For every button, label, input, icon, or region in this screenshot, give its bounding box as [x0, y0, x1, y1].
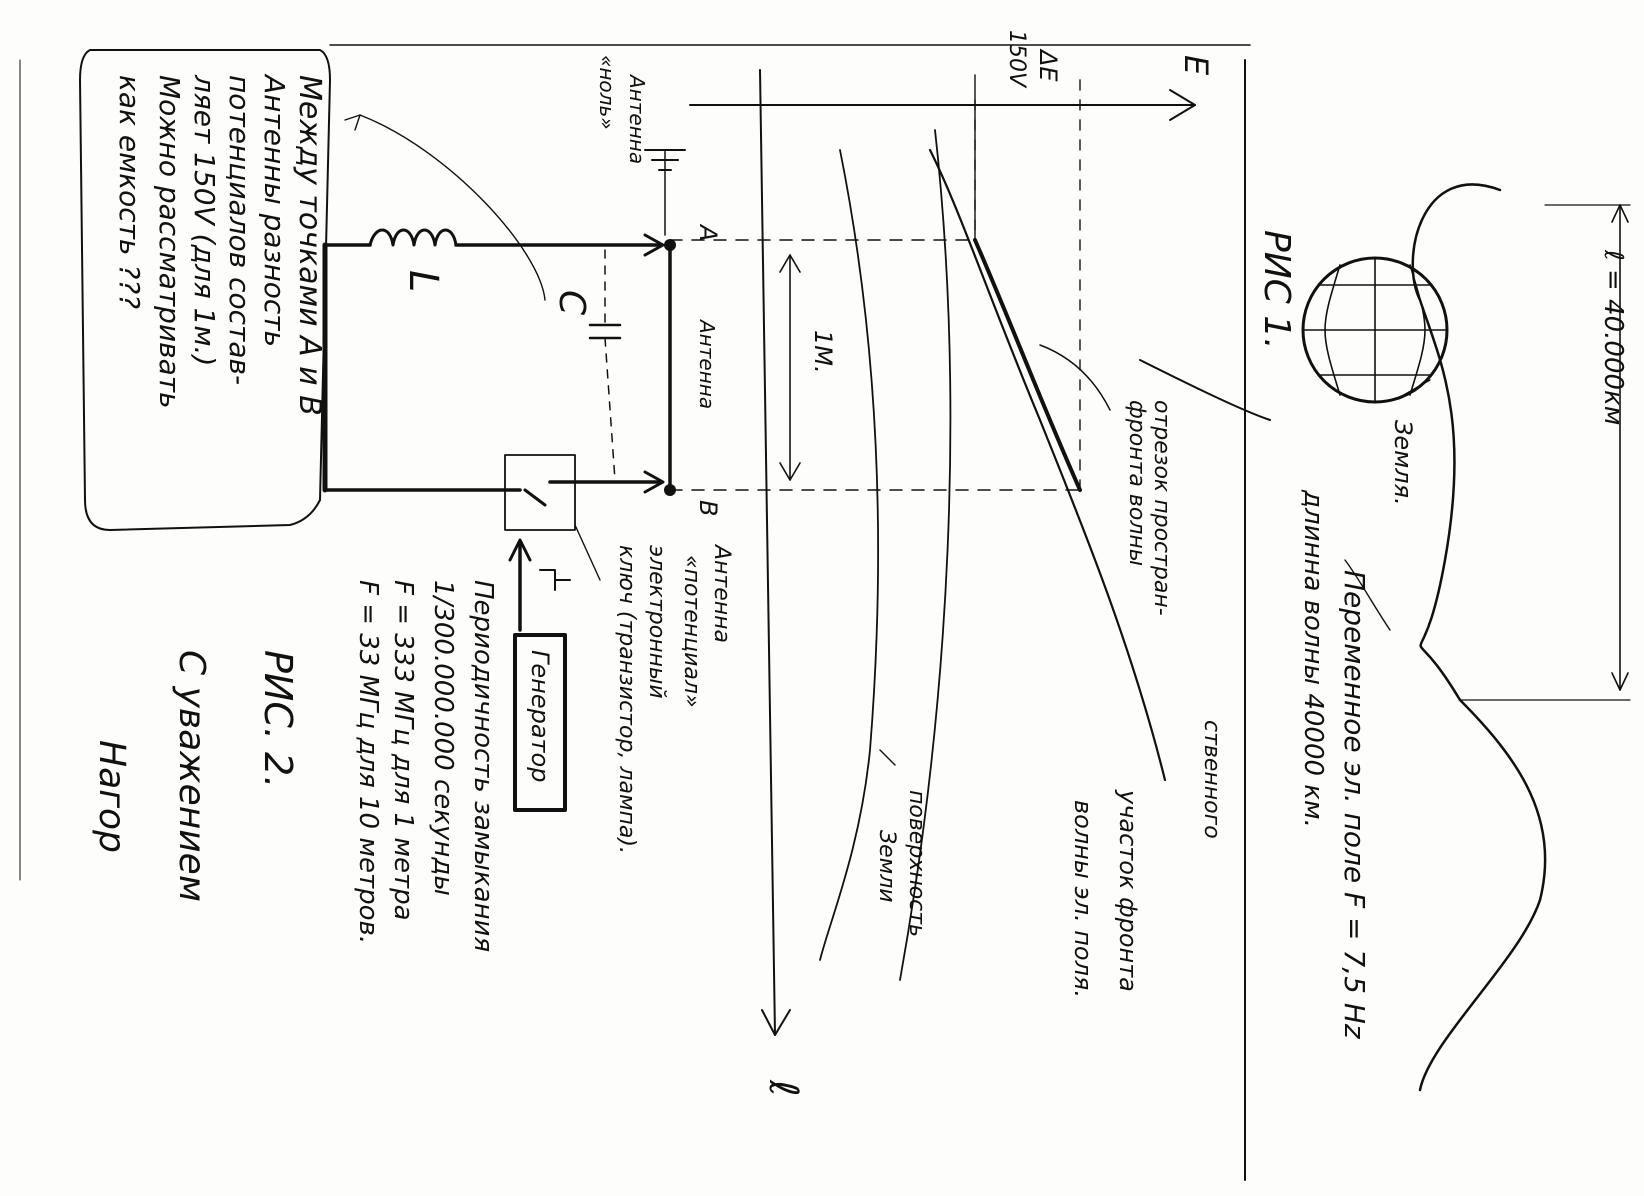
delta-e: ΔE: [1034, 48, 1062, 82]
earth-pointer: [1394, 379, 1431, 401]
segment-label-line2: ственного: [1199, 720, 1224, 839]
antenna-zero-line2: «ноль»: [595, 55, 619, 130]
point-a: A: [694, 223, 722, 241]
surface-pointer: [879, 749, 896, 766]
wave-pointer: [1344, 559, 1391, 631]
surface-line2: Земли: [874, 830, 899, 903]
front-section-line2: волны эл. поля.: [1069, 800, 1097, 998]
signature-name: Нагор: [91, 740, 132, 853]
generator-label: Генератор: [526, 650, 554, 782]
freq-1m: F = 333 МГц для 1 метра: [388, 580, 418, 921]
note-line-2: Антенны разность: [258, 73, 291, 347]
segment-label-line1: отрезок простран-: [1149, 400, 1174, 616]
switch-line1: электронный: [644, 545, 669, 699]
note-line-1: Между точками А и В: [292, 75, 327, 416]
field-note-line2: длинна волны 40000 км.: [1298, 489, 1328, 828]
earth-label: Земля.: [1389, 420, 1417, 506]
antenna-label: Антенна: [695, 318, 719, 409]
period-value: 1/300.000.000 секунды: [428, 580, 458, 896]
antenna-potential-line2: «потенциал»: [679, 555, 704, 708]
period-title: Периодичность замыкания: [468, 580, 498, 952]
note-line-5: Можно рассматривать: [153, 75, 186, 409]
segment-label-line3: фронта волны: [1124, 400, 1149, 566]
distance-label: 1М.: [809, 330, 837, 374]
capacitor-pointer: [359, 114, 546, 301]
switch-pointer: [574, 524, 601, 581]
field-wave: [1411, 183, 1547, 1092]
surface-line1: поверхность: [904, 790, 929, 937]
wave-front-curve: [928, 148, 1167, 782]
delta-e-dimension: [974, 74, 1081, 491]
field-note-line1: Переменное эл. поле F = 7,5 Hz: [1338, 570, 1371, 1040]
switch-line2: ключ (транзистор, лампа).: [614, 545, 639, 854]
fig1-title: РИС 1.: [1256, 230, 1297, 350]
note-line-3: потенциалов состав-: [223, 75, 256, 385]
antenna-potential-line1: Антенна: [709, 543, 734, 643]
earth-surface-curve-2: [899, 129, 952, 981]
note-box: [79, 49, 331, 531]
segment-pointer: [1039, 344, 1111, 411]
freq-10m: F = 33 МГц для 10 метров.: [353, 580, 383, 944]
front-section-line1: участок фронта: [1114, 789, 1142, 992]
circuit: [322, 149, 1081, 812]
note-line-6: как емкость ???: [113, 75, 146, 309]
page-borders: [19, 44, 1251, 1181]
generator-box: [513, 633, 567, 812]
point-b: B: [694, 500, 722, 516]
e-axis: [689, 89, 1196, 121]
earth-surface-curve-1: [819, 149, 879, 961]
note-line-4: ляет 150V (для 1м.): [188, 74, 221, 366]
wavelength-dimension: [1459, 204, 1631, 701]
l-axis: [759, 69, 791, 1036]
wavelength-label: ℓ = 40.000км: [1598, 249, 1628, 425]
delta-e-value: 150V: [1004, 30, 1029, 89]
l-axis-label: ℓ: [760, 1079, 806, 1097]
inductor-label: L: [400, 270, 446, 292]
earth-globe-icon: [1301, 256, 1449, 404]
capacitor-label: C: [551, 290, 592, 316]
segment-arrow: [1139, 359, 1271, 421]
wave-front-segment: [973, 238, 1082, 492]
switch-box: [504, 454, 576, 531]
regards: С уважением: [171, 650, 212, 902]
e-axis-label: E: [1177, 55, 1215, 76]
fig2-title: РИС. 2.: [256, 650, 300, 788]
antenna-zero-line1: Антенна: [625, 73, 649, 164]
